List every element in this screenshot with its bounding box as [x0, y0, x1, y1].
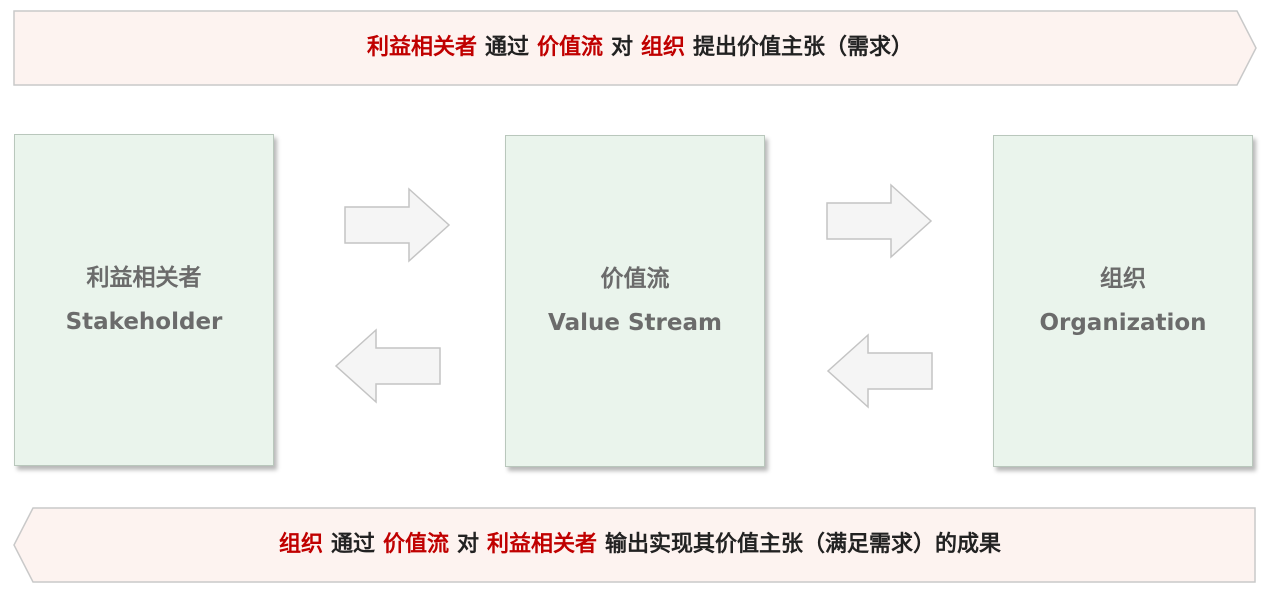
- banner-bottom-value-stream: 价值流: [382, 532, 449, 557]
- bottom-banner: 组织通过价值流对利益相关者输出实现其价值主张（满足需求）的成果: [0, 507, 1280, 583]
- banner-top-stakeholder: 利益相关者: [366, 35, 477, 60]
- banner-top-rest: 提出价值主张（需求）: [693, 35, 914, 60]
- right-arrow-icon: [826, 183, 933, 259]
- banner-bottom-organization: 组织: [278, 532, 323, 557]
- right-arrow-icon: [344, 187, 451, 263]
- banner-bottom-stakeholder: 利益相关者: [487, 532, 598, 557]
- value-stream-box: 价值流 Value Stream: [505, 135, 765, 467]
- left-arrow-icon: [334, 328, 441, 404]
- organization-title-cn: 组织: [1100, 266, 1146, 292]
- stakeholder-title-cn: 利益相关者: [86, 265, 202, 291]
- right-pointing-banner-shape: [13, 10, 1257, 86]
- banner-top-through: 通过: [484, 35, 529, 60]
- left-arrow-icon: [826, 333, 933, 409]
- top-banner: 利益相关者通过价值流对组织提出价值主张（需求）: [0, 10, 1280, 86]
- value-stream-title-cn: 价值流: [600, 266, 670, 292]
- banner-bottom-to: 对: [457, 532, 480, 557]
- banner-bottom-rest: 输出实现其价值主张（满足需求）的成果: [605, 532, 1002, 557]
- top-banner-text: 利益相关者通过价值流对组织提出价值主张（需求）: [0, 10, 1280, 86]
- bottom-banner-text: 组织通过价值流对利益相关者输出实现其价值主张（满足需求）的成果: [0, 507, 1280, 583]
- left-pointing-banner-shape: [13, 507, 1256, 583]
- stakeholder-title-en: Stakeholder: [65, 309, 223, 335]
- stakeholder-box: 利益相关者 Stakeholder: [14, 134, 274, 466]
- banner-top-value-stream: 价值流: [536, 35, 603, 60]
- banner-top-organization: 组织: [641, 35, 686, 60]
- organization-box: 组织 Organization: [993, 135, 1253, 467]
- organization-title-en: Organization: [1039, 310, 1207, 336]
- value-stream-title-en: Value Stream: [548, 310, 722, 336]
- banner-top-to: 对: [611, 35, 634, 60]
- banner-bottom-through: 通过: [330, 532, 375, 557]
